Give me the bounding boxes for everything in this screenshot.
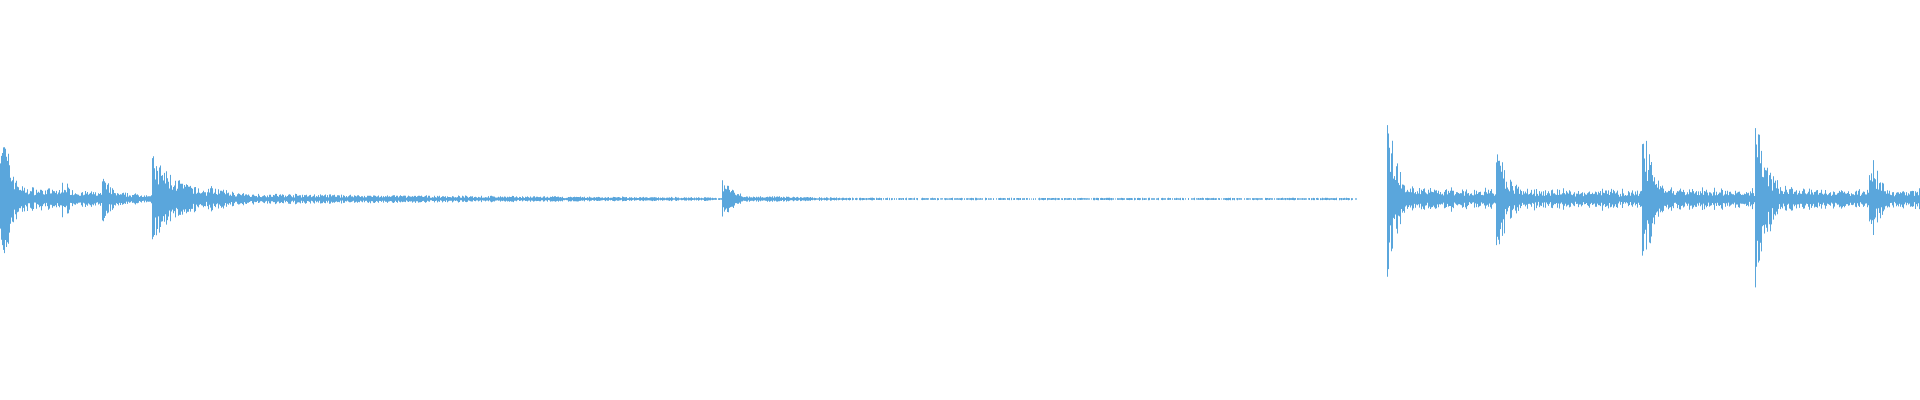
waveform-bars — [0, 125, 1920, 288]
waveform-trace — [0, 125, 1920, 288]
